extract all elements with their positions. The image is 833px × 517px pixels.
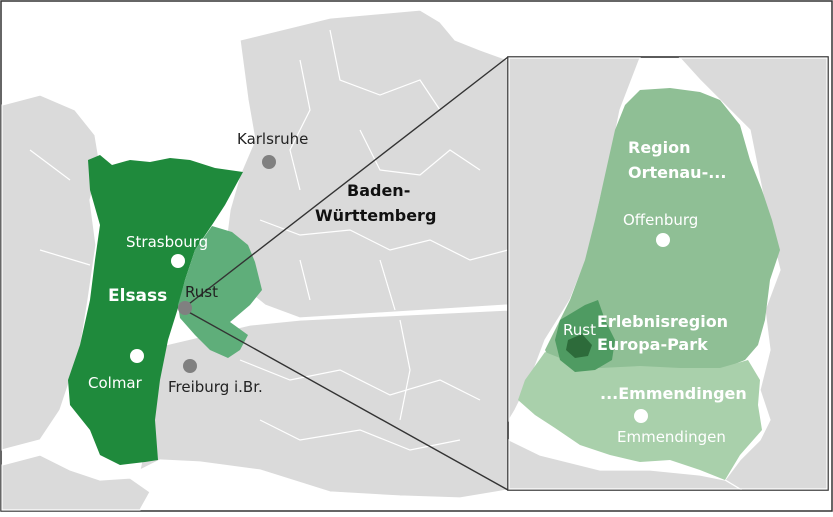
inset-region-ortenau xyxy=(545,88,780,378)
inset-city-dot-emmendingen xyxy=(634,409,648,423)
label-rust: Rust xyxy=(185,283,218,301)
land-baden-wuerttemberg xyxy=(224,9,509,319)
inset-map: Region Ortenau-... Offenburg Rust Erlebn… xyxy=(507,56,829,491)
land-south xyxy=(139,309,509,499)
region-elsass xyxy=(68,155,243,465)
label-strasbourg: Strasbourg xyxy=(126,233,208,251)
land-southwest xyxy=(1,454,151,511)
city-dot-rust xyxy=(178,301,192,315)
inset-label-park-line2: Europa-Park xyxy=(597,335,708,354)
inset-city-dot-offenburg xyxy=(656,233,670,247)
label-colmar: Colmar xyxy=(88,374,143,392)
inset-land-right xyxy=(678,57,828,490)
inset-label-ortenau-line1: Region xyxy=(628,138,691,157)
inset-label-offenburg: Offenburg xyxy=(623,211,698,229)
inset-label-emmendingen-city: Emmendingen xyxy=(617,428,726,446)
inset-region-europa-park xyxy=(555,300,615,372)
label-state-line2: Württemberg xyxy=(315,206,436,225)
label-state-line1: Baden- xyxy=(347,181,410,200)
inset-land-bottom xyxy=(508,439,743,490)
city-dot-colmar xyxy=(130,349,144,363)
label-region-elsass: Elsass xyxy=(108,286,167,306)
inset-label-ortenau-line2: Ortenau-... xyxy=(628,163,726,182)
city-dot-karlsruhe xyxy=(262,155,276,169)
district-borders xyxy=(29,29,509,451)
inset-label-park-line1: Erlebnisregion xyxy=(597,312,728,331)
region-ortenau-main xyxy=(178,226,262,358)
label-freiburg: Freiburg i.Br. xyxy=(168,378,263,396)
city-dot-strasbourg xyxy=(171,254,185,268)
inset-label-rust: Rust xyxy=(563,321,596,339)
inset-label-emmendingen-region: ...Emmendingen xyxy=(600,384,747,403)
inset-connector-lines xyxy=(184,56,509,491)
inset-region-europa-park-core xyxy=(566,334,592,358)
city-dot-freiburg xyxy=(183,359,197,373)
label-karlsruhe: Karlsruhe xyxy=(237,130,308,148)
